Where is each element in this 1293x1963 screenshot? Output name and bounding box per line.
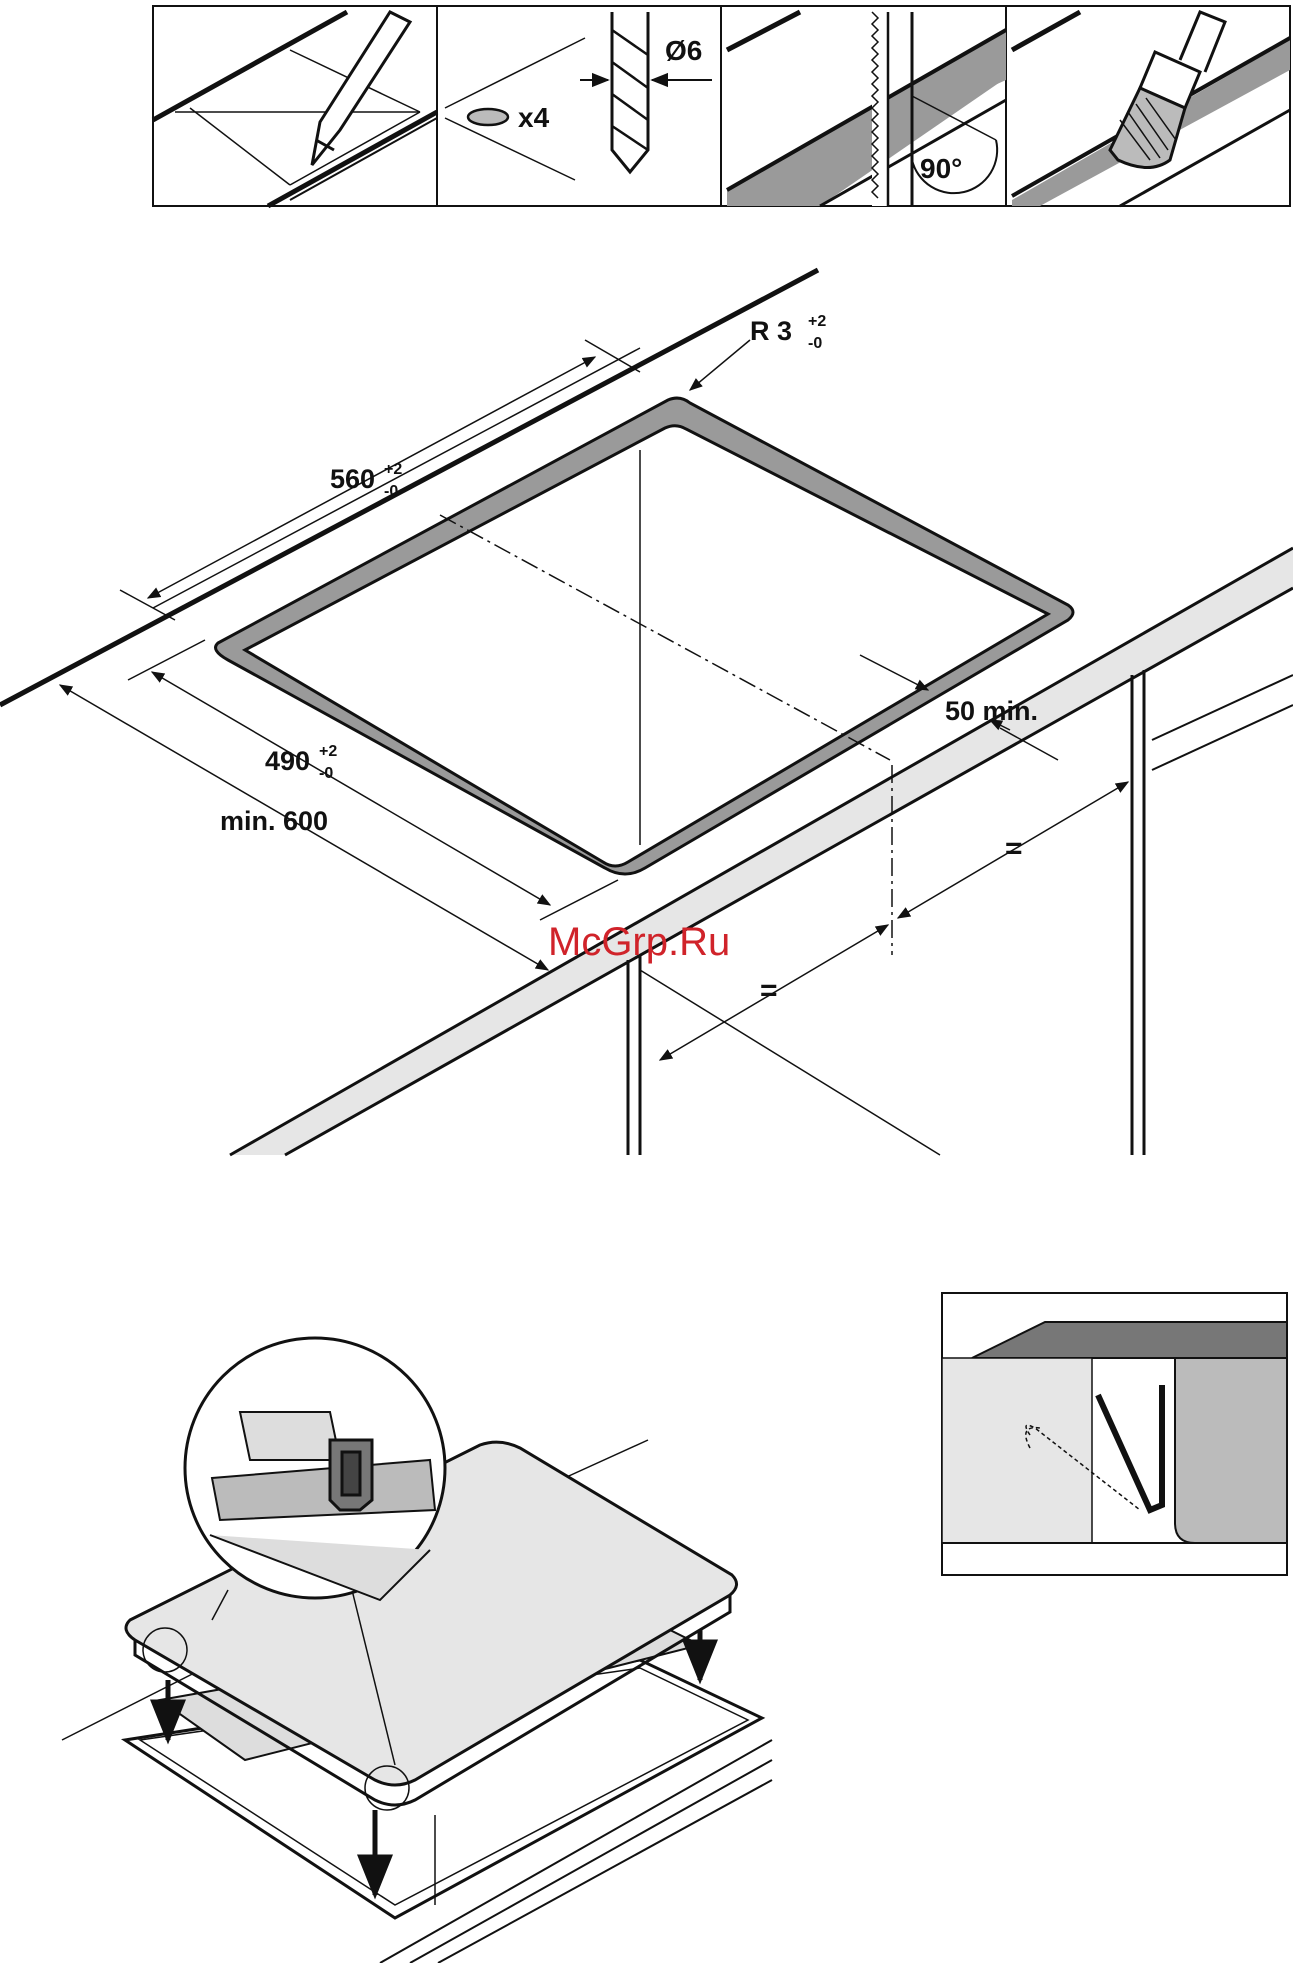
steps-strip bbox=[153, 6, 1290, 206]
drill-diameter-label: Ø6 bbox=[665, 35, 702, 66]
radius-tol-plus: +2 bbox=[808, 313, 826, 330]
edge-min-label: 50 min. bbox=[945, 696, 1038, 726]
hob-insertion-diagram bbox=[62, 1338, 772, 1963]
width-tol-plus: +2 bbox=[384, 461, 402, 478]
equal-left-label: = bbox=[760, 974, 778, 1007]
width-label: 560 bbox=[330, 464, 375, 494]
drill-bit-icon bbox=[612, 12, 648, 172]
depth-tol-plus: +2 bbox=[319, 743, 337, 760]
worktop-min-label: min. 600 bbox=[220, 806, 328, 836]
step-mark-panel bbox=[153, 12, 437, 206]
spring-clip-icon bbox=[330, 1440, 372, 1510]
radius-label: R 3 bbox=[750, 316, 792, 346]
clip-detail-diagram bbox=[942, 1293, 1287, 1575]
step-seal-panel bbox=[1012, 12, 1290, 206]
radius-tol-minus: -0 bbox=[808, 335, 822, 352]
saw-angle-label: 90° bbox=[920, 153, 962, 184]
hole-count-label: x4 bbox=[518, 102, 550, 133]
width-tol-minus: -0 bbox=[384, 483, 398, 500]
step-saw-panel bbox=[727, 12, 1006, 206]
equal-right-label: = bbox=[1005, 832, 1023, 865]
cutout-diagram bbox=[0, 270, 1293, 1155]
hole-icon bbox=[468, 109, 508, 125]
watermark-text: McGrp.Ru bbox=[548, 920, 730, 964]
depth-label: 490 bbox=[265, 746, 310, 776]
depth-tol-minus: -0 bbox=[319, 765, 333, 782]
